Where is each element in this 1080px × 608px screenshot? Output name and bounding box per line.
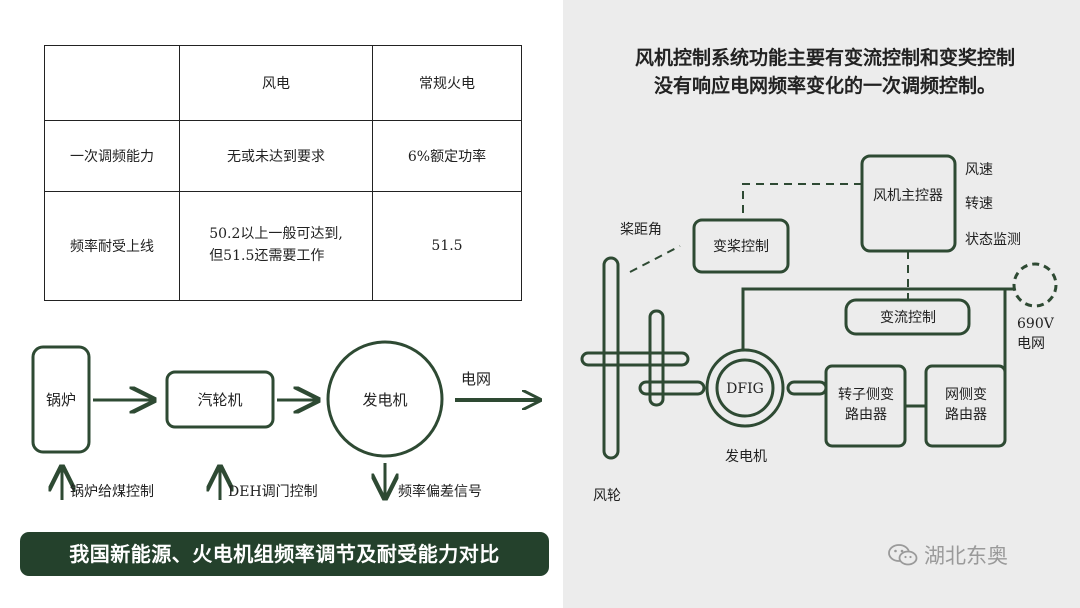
generator-label-right: 发电机 [725,449,767,465]
generator-circle [326,340,444,458]
right-title: 风机控制系统功能主要有变流控制和变奖控制 没有响应电网频率变化的一次调频控制。 [575,44,1075,100]
pitch-angle-label: 桨距角 [620,221,662,238]
input-rotor-speed: 转速 [965,196,993,212]
header-thermal: 常规火电 [372,45,522,121]
cell-thermal: 51.5 [372,191,522,301]
stator-power-line [741,287,1014,350]
pitch-angle-line [629,245,681,273]
turbine-box [165,370,275,429]
grid-converter-label-2: 路由器 [945,407,987,423]
right-title-line1: 风机控制系统功能主要有变流控制和变奖控制 [634,47,1015,69]
main-shaft [638,380,706,396]
comparison-table: 风电 常规火电 一次调频能力 无或未达到要求 6%额定功率 频率耐受上线 50.… [44,45,522,301]
grid-converter-box [924,364,1007,448]
wechat-icon [888,544,918,566]
right-panel [563,0,1080,608]
pitch-signal-line [742,183,862,220]
rotor-converter-label-2: 路由器 [845,407,887,423]
table-row: 频率耐受上线 50.2以上一般可达到,但51.5还需要工作 51.5 [44,191,522,301]
cell-wind-line2: 但51.5还需要工作 [209,248,325,264]
boiler-label: 锅炉 [46,391,76,409]
grid-label-right: 电网 [1017,336,1045,352]
pitch-control-label: 变桨控制 [713,238,769,255]
dfig-label: DFIG [726,381,764,397]
caption-banner: 我国新能源、火电机组频率调节及耐受能力对比 [20,532,549,576]
rotor-converter-box [824,364,907,448]
header-empty-cell [44,45,180,121]
rotor-label: 风轮 [593,488,621,504]
generator-label: 发电机 [362,391,407,409]
table-row: 一次调频能力 无或未达到要求 6%额定功率 [44,120,522,192]
boiler-control-label: 锅炉给煤控制 [70,484,154,500]
boiler-box [31,345,91,454]
dfig-output-shaft [786,380,828,396]
right-title-line2: 没有响应电网频率变化的一次调频控制。 [653,75,996,97]
grid-voltage-label: 690V [1017,316,1055,332]
input-status-monitoring: 状态监测 [965,232,1021,248]
cell-thermal: 6%额定功率 [372,120,522,192]
cell-wind-line1: 50.2以上一般可达到, [209,226,343,243]
grid-converter-label-1: 网侧变 [945,387,987,403]
rotor-blade [602,256,620,460]
grid-label: 电网 [461,370,491,388]
rotor-shaft [580,351,690,367]
deh-control-label: DEH调门控制 [228,484,318,500]
rotor-converter-label-1: 转子侧变 [838,387,894,403]
turbine-label: 汽轮机 [197,391,242,409]
dfig-outer-circle [705,348,785,428]
pitch-control-box [692,218,790,274]
gear-blade [648,309,665,407]
input-wind-speed: 风速 [965,162,993,178]
dfig-inner-circle [715,358,775,418]
grid-circle [1012,262,1058,308]
watermark-text: 湖北东奥 [924,544,1008,568]
converter-control-label: 变流控制 [880,310,936,326]
watermark: 湖北东奥 [888,540,1008,570]
freq-signal-label: 频率偏差信号 [398,483,482,500]
main-controller-label: 风机主控器 [873,188,943,204]
